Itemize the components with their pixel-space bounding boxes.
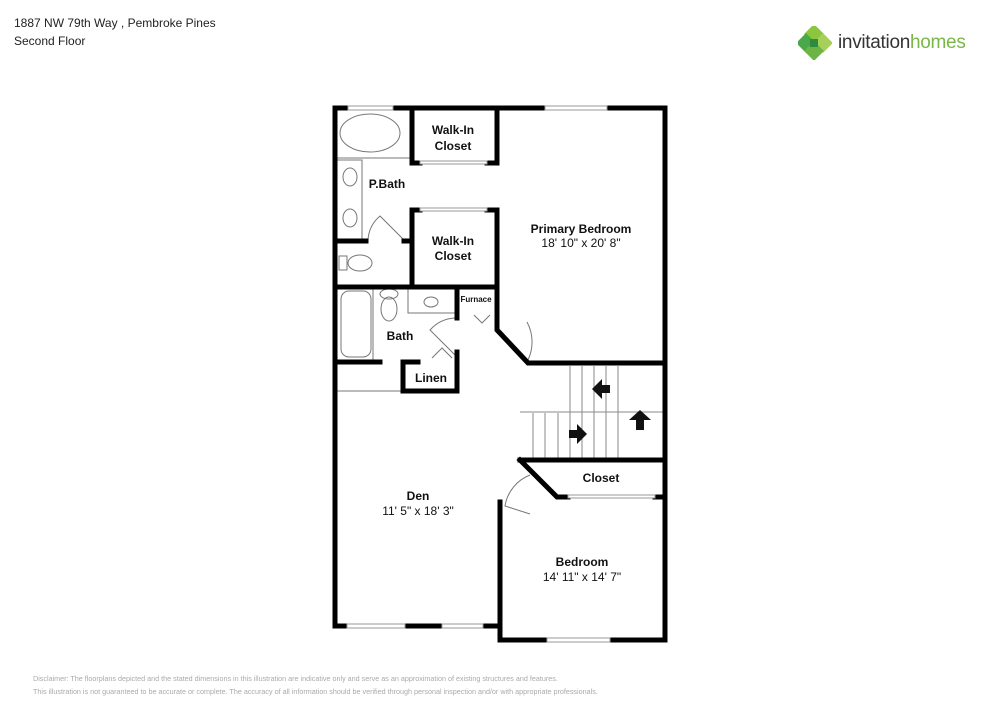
room-dims-bedroom: 14' 11" x 14' 7" xyxy=(543,570,621,584)
room-label-closet: Closet xyxy=(583,471,620,485)
sink-icon xyxy=(342,208,358,228)
stair-arrows xyxy=(569,379,651,444)
room-dims-den: 11' 5" x 18' 3" xyxy=(382,504,454,518)
bathtub-oval xyxy=(339,113,401,153)
sink-icon xyxy=(342,167,358,187)
windows xyxy=(346,105,656,643)
bathtub xyxy=(340,290,372,358)
room-label-furnace: Furnace xyxy=(460,295,492,304)
room-label-primary-bedroom: Primary Bedroom xyxy=(531,222,632,236)
room-label-walkin-closet-1-line2: Closet xyxy=(435,139,472,153)
room-label-walkin-closet-2: Walk-In xyxy=(432,234,474,248)
arrow-up-icon xyxy=(629,410,651,430)
sink-icon xyxy=(423,296,439,308)
vanity xyxy=(335,159,363,241)
door-swing xyxy=(429,317,456,356)
logo-text-homes: homes xyxy=(910,32,966,53)
floor-label: Second Floor xyxy=(14,34,86,48)
room-label-walkin-closet-2-line2: Closet xyxy=(435,249,472,263)
room-label-walkin-closet-1: Walk-In xyxy=(432,123,474,137)
disclaimer-line-1: Disclaimer: The floorplans depicted and … xyxy=(33,674,558,683)
room-label-den: Den xyxy=(407,489,430,503)
room-label-linen: Linen xyxy=(415,371,447,385)
bath-vanity xyxy=(407,288,456,314)
door-swing xyxy=(504,474,531,515)
room-label-pbath: P.Bath xyxy=(369,177,405,191)
door-swing xyxy=(367,215,405,241)
logo-text-invitation: invitation xyxy=(838,32,910,53)
room-label-bath: Bath xyxy=(387,329,414,343)
logo-mark-icon xyxy=(798,26,832,60)
arrow-right-icon xyxy=(569,424,587,444)
room-dims-primary-bedroom: 18' 10" x 20' 8" xyxy=(541,236,620,250)
toilet-icon xyxy=(380,296,398,322)
arrow-left-icon xyxy=(592,379,610,399)
stairs xyxy=(520,366,665,458)
walls xyxy=(332,105,668,643)
property-address: 1887 NW 79th Way , Pembroke Pines xyxy=(14,16,216,30)
disclaimer-line-2: This illustration is not guaranteed to b… xyxy=(33,687,598,696)
room-label-bedroom: Bedroom xyxy=(556,555,609,569)
fixtures xyxy=(335,113,665,515)
invitation-homes-logo: invitationhomes xyxy=(798,26,966,60)
toilet-icon xyxy=(347,254,373,272)
